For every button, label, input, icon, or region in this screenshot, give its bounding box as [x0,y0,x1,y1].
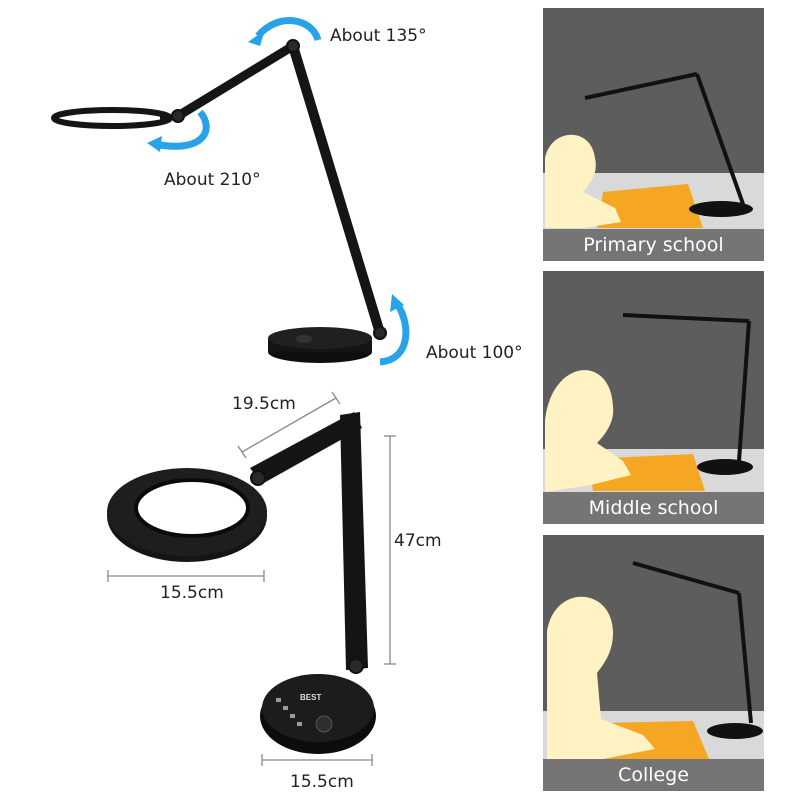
scene-middle [543,313,764,492]
panel-primary-school: Primary school [543,8,764,261]
dimension-label-base: 15.5cm [290,772,354,792]
dimension-lines [107,391,396,766]
caption-college: College [543,759,764,791]
rotation-arrow-head [159,109,210,150]
base-badge: BEST [300,693,322,702]
rotation-arrow-top [255,17,322,42]
scene-primary [543,72,764,229]
scene-college [543,561,764,759]
angle-label-head: About 210° [164,170,261,190]
dimension-label-height: 47cm [394,531,442,551]
rotation-arrow-base [379,300,410,366]
bottom-lamp [107,412,376,754]
top-lamp [51,39,387,363]
panel-college: College [543,535,764,791]
angle-label-base: About 100° [426,343,523,363]
angle-label-top: About 135° [330,26,427,46]
caption-primary-school: Primary school [543,229,764,261]
dimension-label-head: 15.5cm [160,583,224,603]
dimension-label-arm: 19.5cm [232,394,296,414]
panel-middle-school: Middle school [543,271,764,524]
caption-middle-school: Middle school [543,492,764,524]
